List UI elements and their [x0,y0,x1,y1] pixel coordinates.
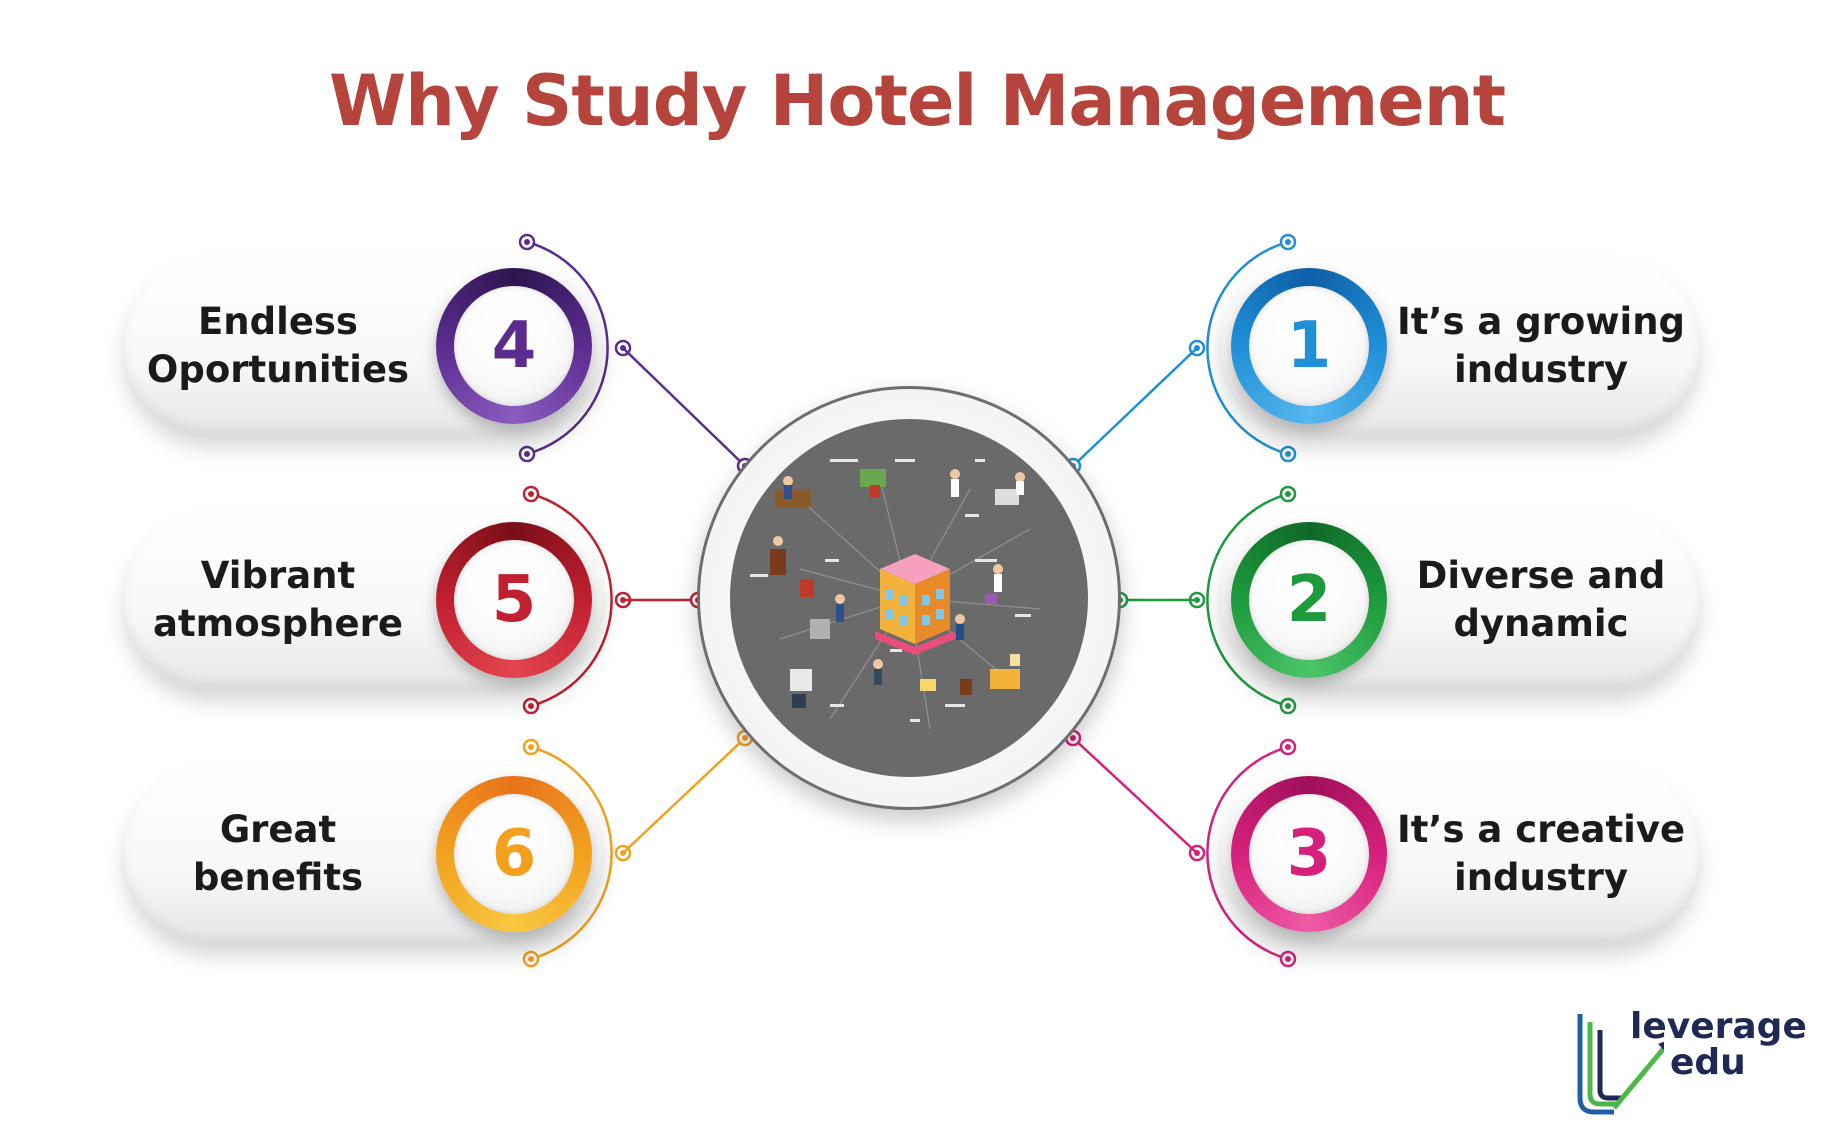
item-5-card: Vibrant atmosphere 5 [124,512,602,688]
item-5-badge: 5 [436,522,592,678]
leverage-edu-logo: leverage edu [1574,1000,1807,1120]
item-6-card: Great benefits 6 [124,766,602,942]
item-1-number: 1 [1249,286,1369,406]
item-5-label: Vibrant atmosphere [153,554,403,645]
item-2-badge: 2 [1231,522,1387,678]
item-3-number: 3 [1249,794,1369,914]
item-4-number: 4 [454,286,574,406]
hotel-illustration [730,419,1088,777]
logo-text-line2: edu [1670,1042,1746,1083]
item-1-card: 1 It’s a growing industry [1221,258,1699,434]
item-2-label: Diverse and dynamic [1416,554,1666,645]
item-4-card: Endless Oportunities 4 [124,258,602,434]
page-title: Why Study Hotel Management [328,60,1506,142]
item-5-number: 5 [454,540,574,660]
item-1-label: It’s a growing industry [1396,300,1686,391]
item-6-badge: 6 [436,776,592,932]
item-1-badge: 1 [1231,268,1387,424]
item-3-label: It’s a creative industry [1396,808,1686,899]
logo-mark-icon [1577,1014,1664,1115]
item-6-number: 6 [454,794,574,914]
item-3-card: 3 It’s a creative industry [1221,766,1699,942]
logo-text-line1: leverage [1630,1006,1807,1047]
item-3-badge: 3 [1231,776,1387,932]
item-4-label: Endless Oportunities [146,300,410,391]
item-4-badge: 4 [436,268,592,424]
item-6-label: Great benefits [192,808,364,899]
item-2-number: 2 [1249,540,1369,660]
item-2-card: 2 Diverse and dynamic [1221,512,1699,688]
